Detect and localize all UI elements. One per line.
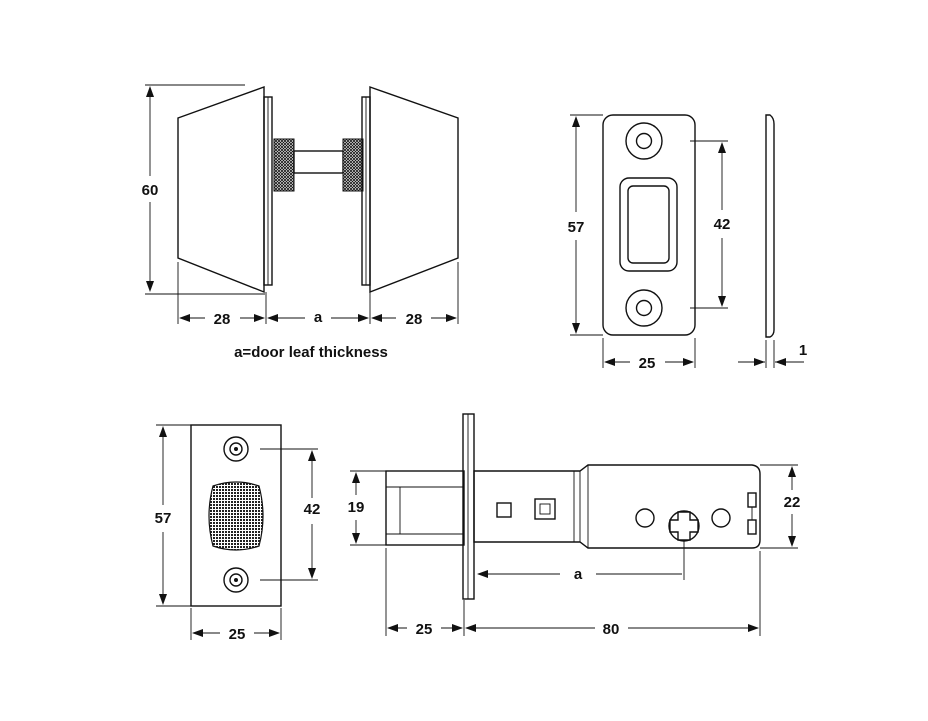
door-leaf-note: a=door leaf thickness [234,344,388,361]
dim-80-latch: 80 [603,621,620,638]
latch-face-view: 57 42 25 [155,424,321,643]
dim-25-latch-face: 25 [229,626,246,643]
dim-19-latch: 19 [348,499,365,516]
strike-side-profile [765,114,775,338]
latch-bolt-face [208,481,264,551]
strike-top-hole-outer [625,122,663,160]
latch-face-plate [190,424,282,607]
dim-60: 60 [142,182,159,199]
latch-bolt [385,470,465,546]
dim-42-latch: 42 [304,501,321,518]
dim-57-latch: 57 [155,510,172,527]
dim-25-strike: 25 [639,355,656,372]
latch-face-bottom-screw [223,567,249,593]
latch-spindle-hole [668,510,700,542]
left-knurl-sleeve [273,138,295,192]
latch-square-2 [534,498,556,520]
dim-25-latch-side: 25 [416,621,433,638]
latch-hole-right [711,508,731,528]
strike-plate-view: 57 42 25 1 [568,114,807,372]
latch-face-top-screw [223,436,249,462]
latch-body [473,464,761,549]
left-knob [177,86,265,294]
dim-57-strike: 57 [568,219,585,236]
strike-plate [602,114,696,336]
dim-22-latch: 22 [784,494,801,511]
strike-opening [619,177,678,272]
right-knurl-sleeve [342,138,364,192]
spindle [293,150,344,174]
dim-a-latch: a [574,566,583,583]
dim-1-strike: 1 [799,342,807,359]
dim-28-right: 28 [406,311,423,328]
latch-square-1 [496,502,512,518]
dim-28-left: 28 [214,311,231,328]
latch-hole-left [635,508,655,528]
strike-bottom-hole-outer [625,289,663,327]
dim-a-knob: a [314,309,323,326]
knob-side-view: 60 28 a 28 a=door leaf thickness [142,84,459,361]
dim-42-strike: 42 [714,216,731,233]
right-knob [369,86,459,294]
latch-side-view: a 19 22 25 80 [348,413,801,638]
